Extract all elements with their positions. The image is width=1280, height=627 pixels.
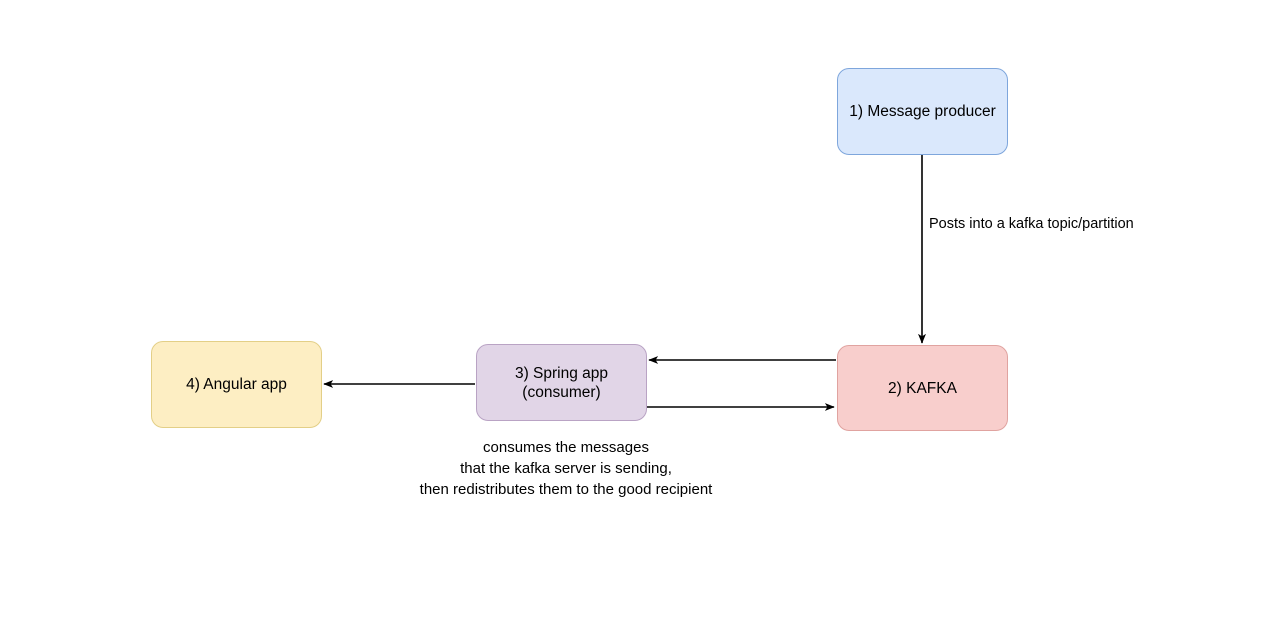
node-kafka[interactable]: 2) KAFKA <box>837 345 1008 431</box>
edge-label-posts-into-topic: Posts into a kafka topic/partition <box>929 216 1134 232</box>
spring-app-caption: consumes the messages that the kafka ser… <box>419 439 713 498</box>
node-spring-app-consumer[interactable]: 3) Spring app (consumer) <box>476 344 647 421</box>
node-message-producer[interactable]: 1) Message producer <box>837 68 1008 155</box>
node-angular-app[interactable]: 4) Angular app <box>151 341 322 428</box>
